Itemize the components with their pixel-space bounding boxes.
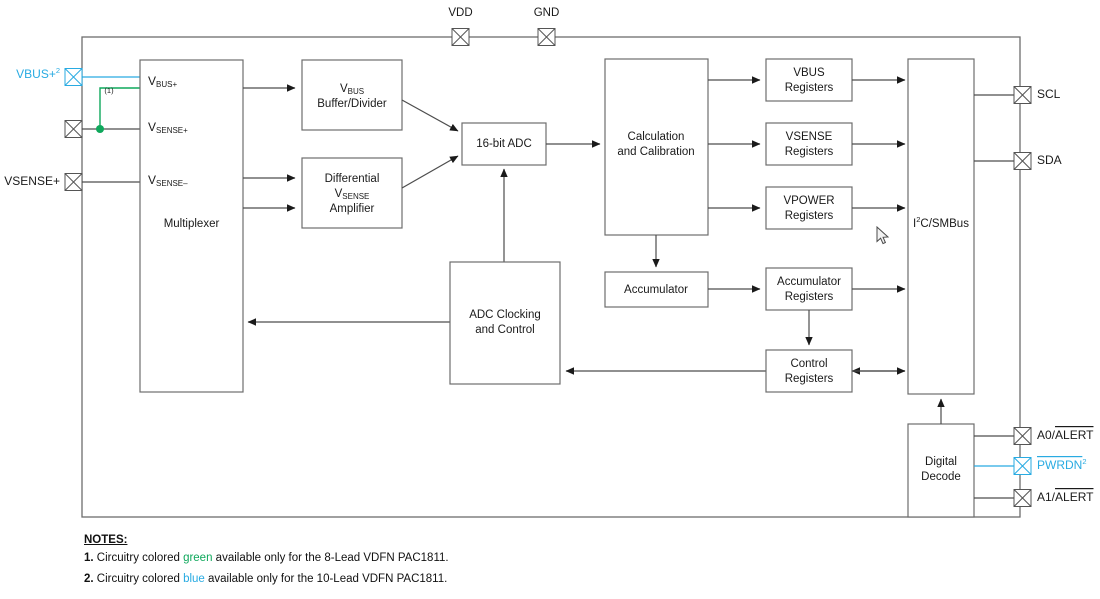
block-control-registers [765, 349, 853, 393]
block-label-calc-line2: and Calibration [617, 146, 694, 158]
wire-green-branch [99, 87, 148, 129]
pin-label-gnd: GND [534, 7, 560, 19]
pin-vsense-plus-box[interactable] [64, 120, 83, 138]
note-1-post: available only for the 8-Lead VDFN PAC18… [212, 552, 449, 564]
block-calculation-calibration [604, 58, 709, 236]
block-label-vsense-reg-line1: VSENSE [786, 131, 833, 143]
pin-vdd[interactable] [451, 28, 470, 46]
block-vpower-registers [765, 186, 853, 230]
block-label-acc-reg-line2: Registers [785, 291, 834, 303]
wire-diffamp-to-adc [401, 155, 459, 189]
block-label-diffamp-line2: VSENSE [335, 188, 370, 201]
notes-section: NOTES: 1. Circuitry colored green availa… [84, 534, 904, 592]
block-label-vsense-reg-line2: Registers [785, 146, 834, 158]
pin-vsense-plus[interactable] [64, 173, 83, 191]
block-accumulator-registers [765, 267, 853, 311]
block-label-accumulator: Accumulator [624, 284, 688, 296]
block-label-diffamp-line3: Amplifier [330, 203, 375, 215]
block-label-digital-decode-line2: Decode [921, 471, 961, 483]
note-2-number: 2. [84, 572, 94, 585]
mux-port-vsense-minus: VSENSE– [148, 173, 188, 188]
pin-label-vsense-plus: VSENSE+ [4, 174, 60, 188]
pin-label-sda: SDA [1037, 153, 1062, 167]
block-label-digital-decode-line1: Digital [925, 456, 957, 468]
block-label-vpower-reg-line1: VPOWER [783, 195, 834, 207]
pin-pwrdn[interactable] [1013, 457, 1032, 475]
note-2-post: available only for the 10-Lead VDFN PAC1… [204, 572, 448, 585]
block-label-control-reg-line1: Control [790, 358, 827, 370]
pin-a1-alert[interactable] [1013, 489, 1032, 507]
pin-label-vdd: VDD [448, 7, 472, 19]
block-label-i2c-smbus: I2C/SMBus [913, 215, 969, 230]
annotation-note-1-marker: (1) [104, 86, 114, 95]
pin-label-a1-alert: A1/ALERT [1037, 490, 1094, 504]
pin-label-scl: SCL [1037, 87, 1061, 101]
note-item-1: 1. Circuitry colored green available onl… [84, 551, 904, 567]
block-adc-clocking-control [449, 261, 561, 385]
block-vsense-registers [765, 122, 853, 166]
block-digital-decode [907, 423, 975, 518]
block-label-vbus-buffer-line2: Buffer/Divider [317, 98, 387, 110]
block-adc [461, 122, 547, 166]
block-differential-vsense-amplifier [301, 157, 403, 229]
block-i2c-smbus [907, 58, 975, 395]
block-label-diffamp-line1: Differential [325, 173, 380, 185]
mux-port-vbus-plus: VBUS+ [148, 74, 177, 89]
block-label-adc: 16-bit ADC [476, 138, 532, 150]
block-vbus-registers [765, 58, 853, 102]
pin-vbus-plus[interactable] [64, 68, 83, 86]
note-2-pre: Circuitry colored [93, 572, 184, 585]
note-item-2: 2. Circuitry colored blue available only… [84, 572, 904, 588]
pin-label-vbus-plus: VBUS+2 [16, 66, 60, 81]
block-accumulator [604, 271, 709, 308]
block-label-clocking-line1: ADC Clocking [469, 309, 541, 321]
pin-gnd[interactable] [537, 28, 556, 46]
note-1-color-word: green [183, 552, 213, 564]
block-label-acc-reg-line1: Accumulator [777, 276, 841, 288]
pin-label-pwrdn: PWRDN2 [1037, 457, 1087, 472]
note-1-number: 1. [84, 552, 94, 564]
pin-a0-alert[interactable] [1013, 427, 1032, 445]
block-multiplexer [139, 59, 244, 393]
pin-sda[interactable] [1013, 152, 1032, 170]
block-label-control-reg-line2: Registers [785, 373, 834, 385]
note-1-pre: Circuitry colored [93, 552, 184, 564]
wire-vbusbuffer-to-adc [401, 99, 459, 132]
block-label-calc-line1: Calculation [628, 131, 685, 143]
block-label-multiplexer: Multiplexer [164, 218, 220, 230]
block-label-vbus-buffer-line1: VBUS [340, 83, 364, 96]
junction-dot-green [96, 125, 104, 133]
block-label-vbus-reg-line2: Registers [785, 82, 834, 94]
pin-scl[interactable] [1013, 86, 1032, 104]
block-vbus-buffer-divider [301, 59, 403, 131]
note-2-color-word: blue [183, 572, 205, 585]
mux-port-vsense-plus: VSENSE+ [148, 120, 188, 135]
notes-title: NOTES: [84, 534, 128, 546]
block-label-clocking-line2: and Control [475, 324, 534, 336]
block-label-vbus-reg-line1: VBUS [793, 67, 825, 79]
pin-label-a0-alert: A0/ALERT [1037, 428, 1094, 442]
block-label-vpower-reg-line2: Registers [785, 210, 834, 222]
